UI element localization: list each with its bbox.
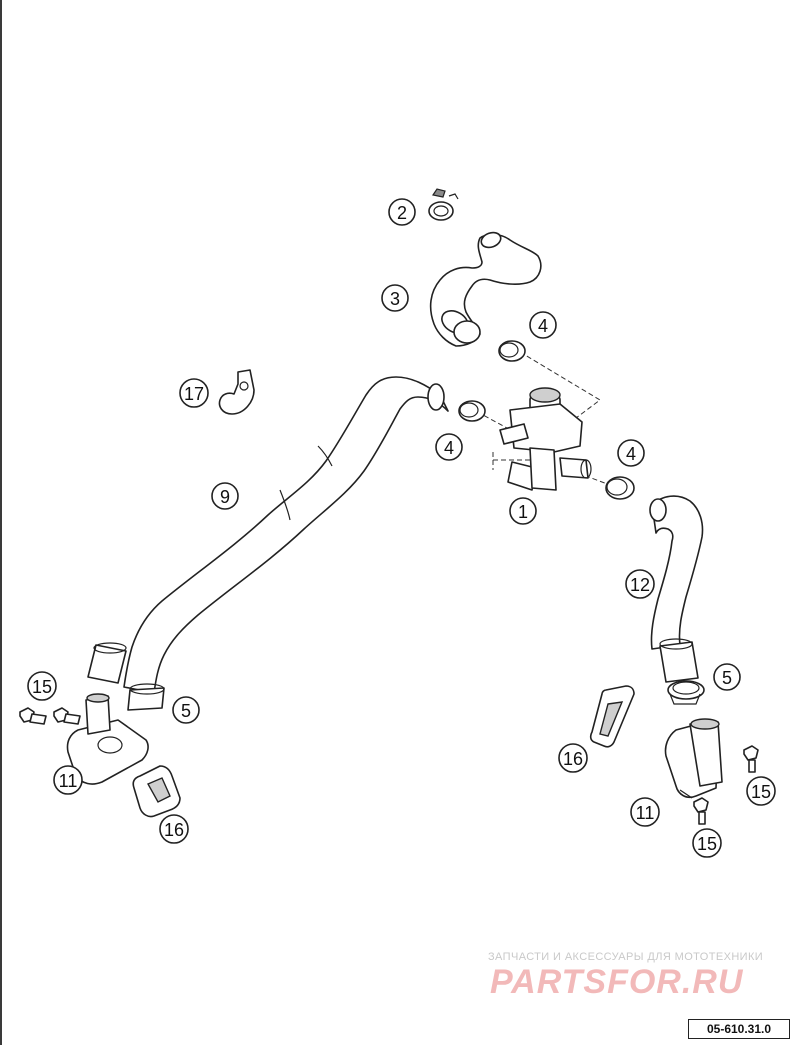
part-4-clamp [498,340,526,362]
svg-text:4: 4 [538,316,548,336]
callout-12: 12 [625,569,655,599]
callout-1: 1 [509,497,537,525]
callout-4: 4 [617,439,645,467]
svg-text:16: 16 [164,820,184,840]
part-15-bolt [743,745,759,773]
part-12-hose [649,495,704,683]
svg-text:9: 9 [220,487,230,507]
part-11-reed-cover-left [66,693,149,785]
part-11-reed-cover-right [664,718,723,799]
svg-text:15: 15 [32,677,52,697]
svg-text:5: 5 [181,701,191,721]
callout-3: 3 [381,284,409,312]
svg-text:16: 16 [563,749,583,769]
callout-5: 5 [713,663,741,691]
callout-5: 5 [172,696,200,724]
svg-text:11: 11 [59,771,78,791]
part-16-reed-right [589,685,635,748]
svg-text:4: 4 [626,444,636,464]
callout-4: 4 [435,433,463,461]
callout-15: 15 [692,828,722,858]
frame-border [0,0,2,1045]
svg-text:17: 17 [184,384,204,404]
part-1-valve [499,387,592,491]
svg-text:5: 5 [722,668,732,688]
svg-text:4: 4 [444,438,454,458]
part-15-bolt [19,707,47,725]
callout-17: 17 [179,378,209,408]
callout-15: 15 [746,776,776,806]
part-17-clip [218,369,255,415]
part-2-hose-clamp [428,188,459,221]
part-3-bent-hose [429,231,542,347]
part-5-clamp [127,683,165,711]
svg-text:15: 15 [697,834,717,854]
svg-text:2: 2 [397,203,407,223]
callout-11: 11 [53,765,83,795]
part-4-clamp [605,476,635,500]
svg-text:12: 12 [630,575,650,595]
part-9-long-hose [87,376,449,694]
callout-15: 15 [27,671,57,701]
watermark-tagline: ЗАПЧАСТИ И АКСЕССУАРЫ ДЛЯ МОТОТЕХНИКИ [488,951,764,963]
svg-text:3: 3 [390,289,400,309]
callout-9: 9 [211,482,239,510]
callout-4: 4 [529,311,557,339]
callout-16: 16 [159,814,189,844]
svg-text:11: 11 [636,803,655,823]
part-15-bolt [693,797,709,825]
part-5-clamp [667,680,705,705]
svg-text:1: 1 [518,502,528,522]
svg-text:15: 15 [751,782,771,802]
watermark-logo: PARTSFOR.RU [490,963,744,1001]
part-16-reed-left [132,765,181,818]
drawing-code-label: 05-610.31.0 [688,1019,790,1039]
part-4-clamp [458,400,486,422]
callout-16: 16 [558,743,588,773]
callout-2: 2 [388,198,416,226]
guide-line [569,469,611,486]
callout-11: 11 [630,797,660,827]
part-15-bolt [53,707,81,725]
guide-line [492,452,530,470]
